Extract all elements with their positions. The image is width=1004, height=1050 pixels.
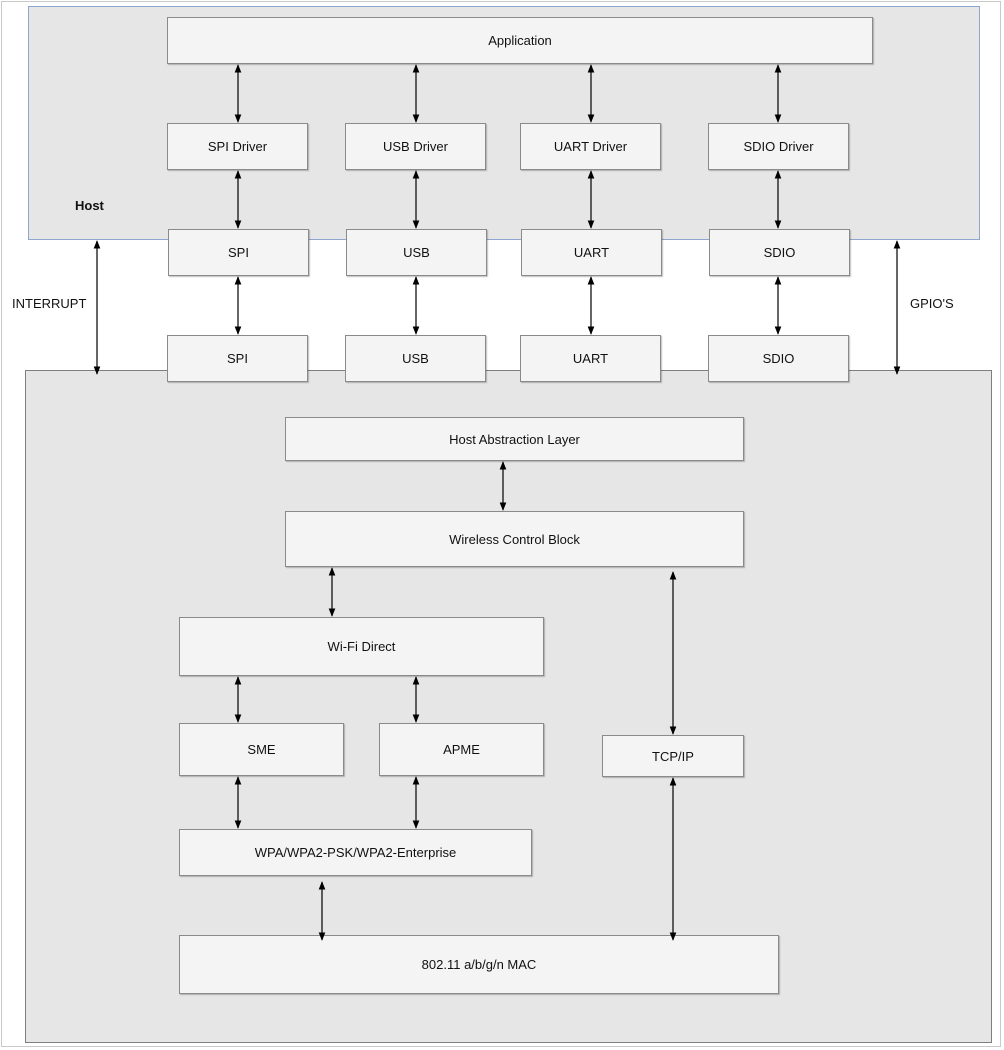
interrupt-label: INTERRUPT bbox=[12, 296, 87, 311]
host-uart-block: UART bbox=[521, 229, 662, 276]
host-abstraction-layer-block: Host Abstraction Layer bbox=[285, 417, 744, 461]
wifi-direct-block: Wi-Fi Direct bbox=[179, 617, 544, 676]
host-usb-block: USB bbox=[346, 229, 487, 276]
sme-block: SME bbox=[179, 723, 344, 776]
apme-block: APME bbox=[379, 723, 544, 776]
wpa-block: WPA/WPA2-PSK/WPA2-Enterprise bbox=[179, 829, 532, 876]
device-sdio-block: SDIO bbox=[708, 335, 849, 382]
tcp-ip-block: TCP/IP bbox=[602, 735, 744, 777]
host-sdio-block: SDIO bbox=[709, 229, 850, 276]
spi-driver-block: SPI Driver bbox=[167, 123, 308, 170]
host-spi-block: SPI bbox=[168, 229, 309, 276]
device-usb-block: USB bbox=[345, 335, 486, 382]
mac-block: 802.11 a/b/g/n MAC bbox=[179, 935, 779, 994]
sdio-driver-block: SDIO Driver bbox=[708, 123, 849, 170]
device-spi-block: SPI bbox=[167, 335, 308, 382]
application-block: Application bbox=[167, 17, 873, 64]
uart-driver-block: UART Driver bbox=[520, 123, 661, 170]
device-uart-block: UART bbox=[520, 335, 661, 382]
usb-driver-block: USB Driver bbox=[345, 123, 486, 170]
gpios-label: GPIO'S bbox=[910, 296, 954, 311]
wireless-control-block: Wireless Control Block bbox=[285, 511, 744, 567]
device-region bbox=[25, 370, 992, 1043]
host-label: Host bbox=[75, 198, 104, 213]
